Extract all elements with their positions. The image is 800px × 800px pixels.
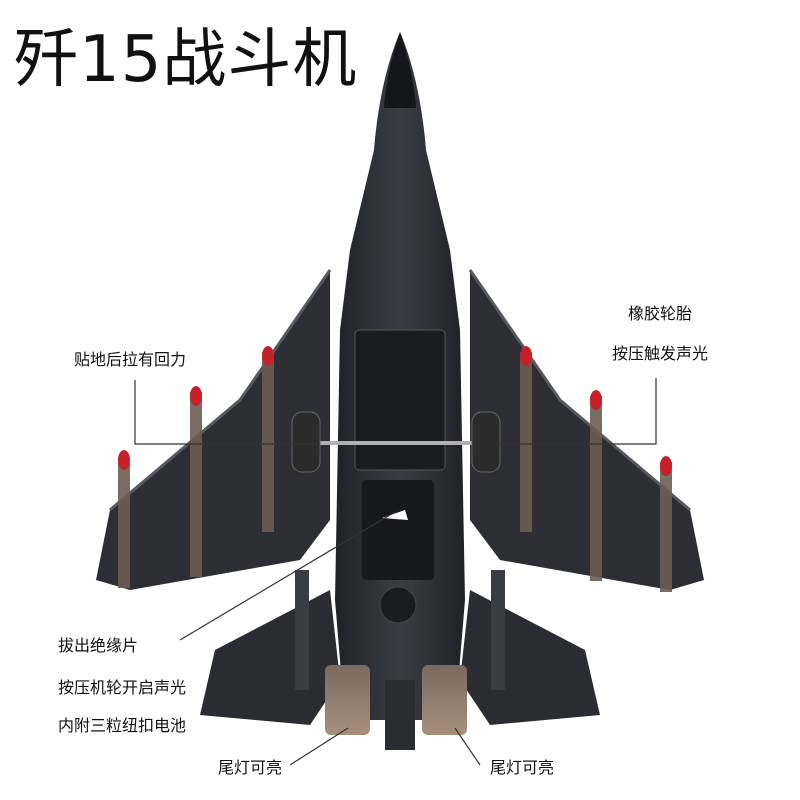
tail-right-leader [454, 727, 481, 766]
missile-3 [262, 346, 274, 532]
insulation-tab [382, 510, 408, 520]
missile-4 [520, 346, 532, 532]
insulation-leader [179, 511, 396, 641]
tire-leader [495, 378, 657, 445]
left-tailplane [200, 590, 340, 725]
battery-label: 内附三粒纽扣电池 [58, 716, 187, 735]
left-wheel [291, 411, 321, 473]
press-wheel-label: 按压机轮开启声光 [58, 678, 187, 697]
pullback-label: 贴地后拉有回力 [74, 350, 187, 369]
missile-1 [118, 450, 130, 588]
missile-5 [590, 390, 602, 581]
rubber-tire-label: 橡胶轮胎 [628, 304, 693, 323]
speaker-grille [379, 586, 417, 624]
tail-left-leader [289, 727, 349, 766]
pullback-leader [134, 380, 320, 445]
right-fin [491, 570, 505, 690]
battery-compartment [362, 480, 434, 580]
right-wheel [471, 411, 501, 473]
tail-light-right-label: 尾灯可亮 [490, 758, 555, 777]
tail-light-left-label: 尾灯可亮 [218, 758, 283, 777]
remove-insulation-label: 拔出绝缘片 [58, 636, 139, 655]
left-fin [295, 570, 309, 690]
right-exhaust [422, 665, 467, 735]
missile-6 [660, 456, 672, 592]
product-title: 歼15战斗机 [14, 23, 358, 97]
missile-2 [190, 386, 202, 577]
left-exhaust [325, 665, 370, 735]
nose-cone [384, 32, 416, 108]
callout-lines [134, 378, 657, 766]
right-tailplane [460, 590, 600, 725]
underside-panel [354, 329, 446, 471]
press-sound-light-label: 按压触发声光 [612, 344, 709, 363]
